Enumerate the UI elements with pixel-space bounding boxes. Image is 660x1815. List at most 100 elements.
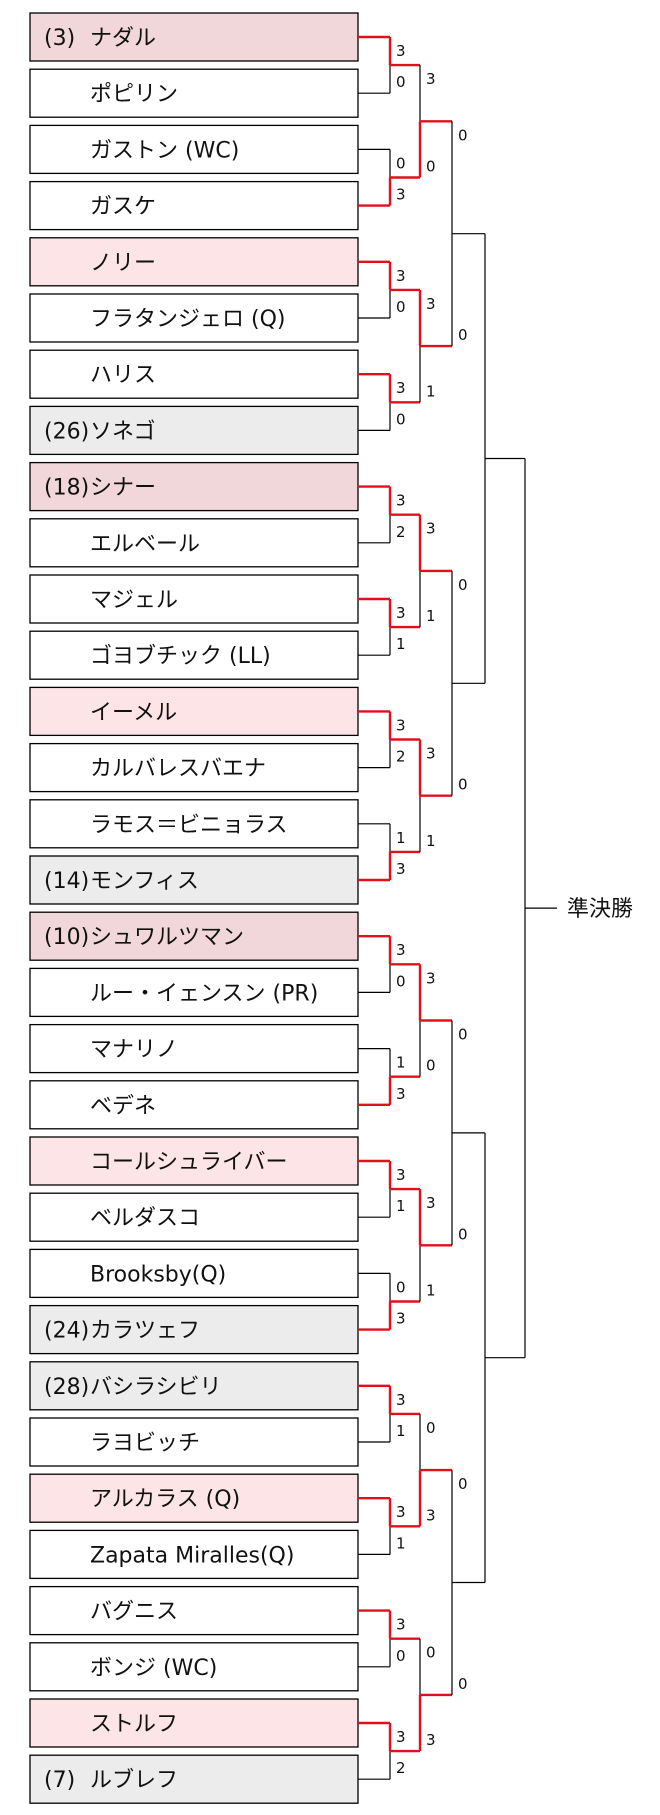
- match-score: 3: [426, 295, 436, 313]
- bracket-lines: [358, 35, 557, 1780]
- player-name: ソネゴ: [90, 419, 156, 444]
- player-entry: ルー・イェンスン (PR): [29, 967, 359, 1018]
- match-score: 3: [426, 70, 436, 88]
- match-score: 3: [396, 1616, 406, 1634]
- match-score: 0: [396, 410, 406, 428]
- match-score: 0: [396, 73, 406, 91]
- player-entry: カルバレスバエナ: [29, 742, 359, 793]
- player-box: [29, 1698, 359, 1748]
- player-box: [29, 293, 359, 343]
- player-name: バシラシビリ: [90, 1375, 222, 1400]
- match-score: 3: [426, 969, 436, 987]
- player-box: [29, 1529, 359, 1580]
- match-score: 3: [396, 860, 406, 878]
- player-name: モンフィス: [90, 869, 199, 894]
- player-name: ルー・イェンスン (PR): [90, 981, 318, 1006]
- match-score: 3: [426, 1731, 436, 1749]
- player-name: ラヨビッチ: [90, 1431, 200, 1456]
- player-entry: ベルダスコ: [29, 1192, 359, 1242]
- match-score: 0: [426, 1419, 436, 1437]
- player-entry: (14)モンフィス: [29, 855, 359, 905]
- player-entry: Zapata Miralles(Q): [29, 1529, 359, 1580]
- match-score: 0: [458, 576, 468, 594]
- match-score: 1: [396, 1054, 406, 1072]
- player-box: [29, 911, 359, 961]
- player-box: [29, 1642, 359, 1692]
- player-seed: (14): [44, 869, 89, 894]
- player-name: イーメル: [90, 700, 177, 725]
- player-entry: (7) ルブレフ: [29, 1754, 359, 1804]
- match-score: 3: [426, 1506, 436, 1524]
- match-score: 3: [396, 941, 406, 959]
- semifinal-label: 準決勝: [567, 897, 633, 922]
- player-box: [29, 855, 359, 905]
- player-box: [29, 1080, 359, 1130]
- player-entry: ストルフ: [29, 1698, 359, 1748]
- player-box: [29, 1023, 359, 1074]
- player-name: アルカラス (Q): [90, 1487, 240, 1512]
- player-entry: エルベール: [29, 518, 359, 568]
- player-seed: (28): [44, 1375, 89, 1400]
- player-seed: (18): [44, 476, 89, 501]
- player-entry: ハリス: [29, 349, 359, 399]
- player-box: [29, 630, 359, 680]
- player-entry: ボンジ (WC): [29, 1642, 359, 1692]
- player-name: ノリー: [90, 251, 156, 276]
- player-name: ルブレフ: [90, 1768, 178, 1793]
- match-score: 1: [426, 1282, 436, 1300]
- player-entry: ポピリン: [29, 68, 359, 118]
- player-box: [29, 1585, 359, 1636]
- player-box: [29, 1473, 359, 1523]
- match-score: 1: [426, 382, 436, 400]
- player-entry: (26)ソネゴ: [29, 405, 359, 456]
- player-seed: (10): [44, 925, 89, 950]
- player-name: エルベール: [90, 532, 200, 557]
- player-entry: フラタンジェロ (Q): [29, 293, 359, 343]
- match-score: 0: [458, 1475, 468, 1493]
- player-name: バグニス: [90, 1600, 178, 1625]
- match-score: 0: [396, 1278, 406, 1296]
- player-box: [29, 518, 359, 568]
- player-box: [29, 574, 359, 624]
- player-box: [29, 461, 359, 512]
- player-name: シュワルツマン: [90, 925, 244, 950]
- player-box: [29, 1192, 359, 1242]
- match-score: 3: [396, 1503, 406, 1521]
- player-box: [29, 799, 359, 849]
- player-seed: (26): [44, 419, 89, 444]
- player-entry: ゴヨブチック (LL): [29, 630, 359, 680]
- player-box: [29, 68, 359, 118]
- player-name: カラツェフ: [90, 1319, 200, 1344]
- player-name: ハリス: [90, 363, 156, 388]
- player-box: [29, 12, 359, 62]
- player-entry: ガストン (WC): [29, 124, 359, 175]
- match-score: 0: [426, 1644, 436, 1662]
- player-entry: ベデネ: [29, 1080, 359, 1130]
- player-seed: (3): [44, 26, 75, 51]
- player-name: ポピリン: [90, 82, 178, 107]
- player-entry: Brooksby(Q): [29, 1248, 359, 1299]
- player-box: [29, 1361, 359, 1411]
- match-score: 0: [396, 972, 406, 990]
- match-score: 3: [396, 186, 406, 204]
- player-name: カルバレスバエナ: [90, 757, 266, 782]
- match-score: 3: [396, 1391, 406, 1409]
- player-box: [29, 1248, 359, 1299]
- match-score: 3: [396, 716, 406, 734]
- player-name: Zapata Miralles(Q): [90, 1543, 294, 1568]
- match-score: 3: [396, 604, 406, 622]
- player-name: フラタンジェロ (Q): [90, 307, 285, 332]
- player-seed: (7): [44, 1768, 75, 1793]
- player-name: ストルフ: [90, 1712, 178, 1737]
- match-score: 1: [426, 832, 436, 850]
- player-entry: (28)バシラシビリ: [29, 1361, 359, 1411]
- match-score: 1: [396, 829, 406, 847]
- match-score: 1: [396, 1422, 406, 1440]
- player-name: ナダル: [90, 26, 156, 51]
- match-score: 3: [396, 1310, 406, 1328]
- player-entry: バグニス: [29, 1585, 359, 1636]
- match-score: 0: [458, 1675, 468, 1693]
- match-score: 3: [426, 745, 436, 763]
